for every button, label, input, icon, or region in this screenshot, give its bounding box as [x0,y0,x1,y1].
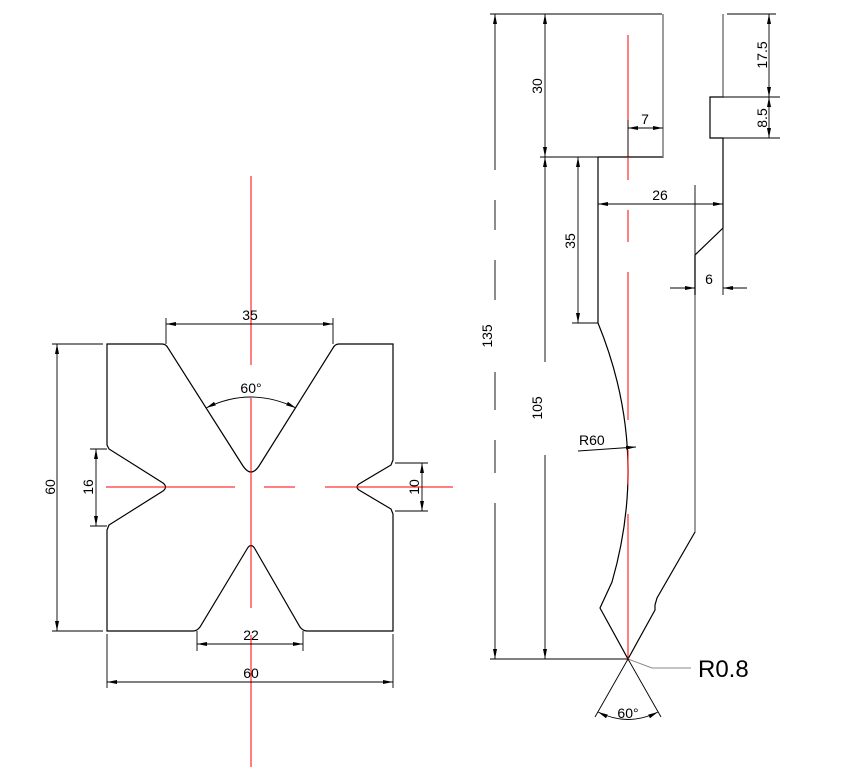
dim-label: R0.8 [698,656,749,683]
dim-label: 60° [240,380,261,396]
dim-shank-height: 30 [529,14,547,157]
dim-width: 60 [106,634,394,688]
punch-outline [597,14,724,661]
die-outline [106,343,394,632]
dim-left-notch: 16 [80,448,107,527]
die-centerlines [106,176,453,767]
dim-width: 26 [598,187,723,206]
dim-angle-top: 60° [205,380,297,409]
dim-label: 7 [641,111,649,127]
dim-height: 60 [42,343,103,632]
dim-label: 60 [243,665,259,681]
dim-label: R60 [579,432,605,448]
dim-neck-height: 35 [562,157,598,324]
dim-total-height: 135 [479,14,497,659]
dim-top-opening: 35 [165,307,334,344]
dim-label: 30 [529,78,545,94]
dim-tip-angle: 60° [594,658,662,721]
dim-label: 60° [617,705,638,721]
dim-groove: 17.5 8.5 [712,14,780,139]
dim-label: 16 [80,479,96,495]
dim-body-height: 105 [529,157,547,659]
dim-label: 17.5 [754,41,770,68]
dim-label: 26 [652,187,668,203]
dim-label: 35 [562,233,578,249]
dim-offset: 7 [627,111,663,157]
dim-label: 6 [705,271,713,287]
punch: 135 30 105 35 7 26 [479,13,780,721]
dim-chamfer: 6 [670,185,747,295]
die-block: 35 60° 60 16 10 [42,176,453,767]
dim-label: 60 [42,479,58,495]
dim-label: 22 [243,627,259,643]
dim-label: 135 [479,324,495,348]
dim-radius: R60 [577,432,637,452]
dim-right-notch: 10 [395,462,428,512]
dim-label: 10 [406,479,422,495]
dim-tip-radius: R0.8 [627,656,749,683]
dim-bottom-opening: 22 [196,627,304,651]
dim-label: 105 [529,396,545,420]
dim-label: 35 [242,307,258,323]
dim-label: 8.5 [754,108,770,128]
